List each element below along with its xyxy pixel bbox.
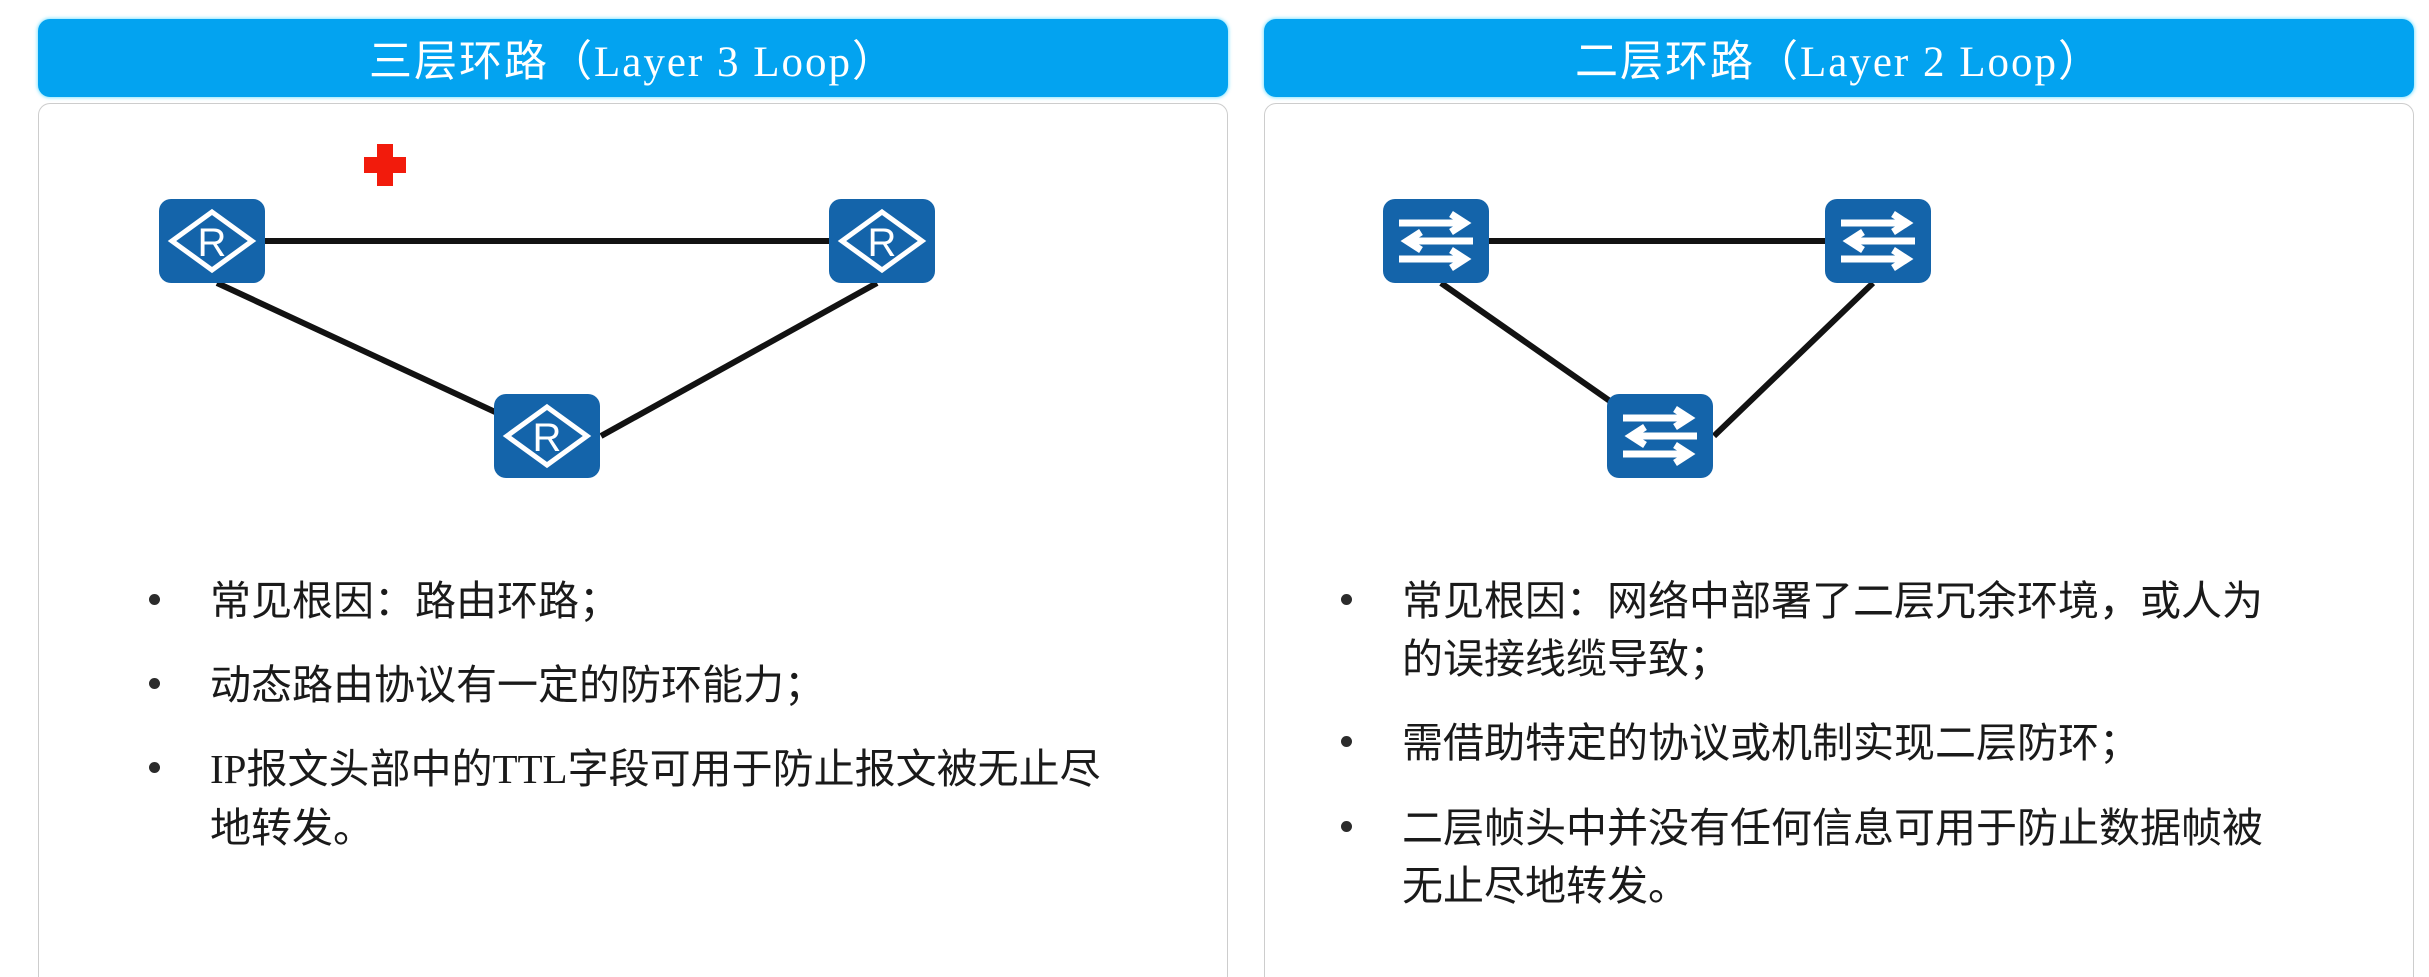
panel-title-layer2: 二层环路（Layer 2 Loop） [1574,39,2104,86]
bullet-list-layer3: 常见根因：路由环路； 动态路由协议有一定的防环能力； IP报文头部中的TTL字段… [39,572,1227,883]
router-bottom[interactable] [494,394,600,478]
panel-layer2-loop: 二层环路（Layer 2 Loop） [1264,0,2414,977]
router-top-left[interactable] [159,199,265,283]
link-topleft-bottom [215,280,549,439]
list-item: IP报文头部中的TTL字段可用于防止报文被无止尽地转发。 [149,740,1167,856]
topology-svg-layer3: R [39,144,1227,574]
panel-body-layer2: 常见根因：网络中部署了二层冗余环境，或人为的误接线缆导致； 需借助特定的协议或机… [1264,103,2414,977]
topology-diagram-layer3: R [39,104,1227,574]
panel-header-layer2: 二层环路（Layer 2 Loop） [1264,19,2414,97]
switch-bottom[interactable] [1607,394,1713,478]
bullet-dot-icon [149,678,160,690]
bullet-text: 常见根因：路由环路； [210,578,620,624]
bullet-dot-icon [1341,594,1352,605]
topology-links-layer3 [215,238,879,439]
list-item: 动态路由协议有一定的防环能力； [149,656,1167,714]
bullet-dot-icon [1341,820,1352,832]
list-item: 常见根因：网络中部署了二层冗余环境，或人为的误接线缆导致； [1341,572,2373,688]
panel-body-layer3: R [38,103,1228,977]
bullet-text: 动态路由协议有一定的防环能力； [210,662,825,709]
switch-top-right[interactable] [1825,199,1931,283]
bullet-dot-icon [149,762,160,774]
bullet-text: IP报文头部中的TTL字段可用于防止报文被无止尽地转发。 [210,746,1101,851]
bullet-text: 需借助特定的协议或机制实现二层防环； [1402,720,2140,767]
switch-top-left[interactable] [1383,199,1489,283]
topology-diagram-layer2 [1265,104,2413,574]
bullet-text: 常见根因：网络中部署了二层冗余环境，或人为的误接线缆导致； [1402,578,2263,683]
panel-title-layer3: 三层环路（Layer 3 Loop） [368,39,898,86]
bullet-text: 二层帧头中并没有任何信息可用于防止数据帧被无止尽地转发。 [1402,804,2263,909]
router-top-right[interactable] [829,199,935,283]
link-topright-bottom [1711,280,1876,439]
list-item: 常见根因：路由环路； [149,572,1167,630]
list-item: 需借助特定的协议或机制实现二层防环； [1341,714,2373,772]
panel-header-layer3: 三层环路（Layer 3 Loop） [38,19,1228,97]
red-cross-marker [364,144,406,186]
topology-svg-layer2 [1265,104,2413,574]
bullet-list-layer2: 常见根因：网络中部署了二层冗余环境，或人为的误接线缆导致； 需借助特定的协议或机… [1265,572,2413,941]
list-item: 二层帧头中并没有任何信息可用于防止数据帧被无止尽地转发。 [1341,799,2373,915]
panel-layer3-loop: 三层环路（Layer 3 Loop） R [38,0,1228,977]
link-topright-bottom [599,280,879,439]
bullet-dot-icon [149,594,160,605]
bullet-dot-icon [1341,736,1352,748]
